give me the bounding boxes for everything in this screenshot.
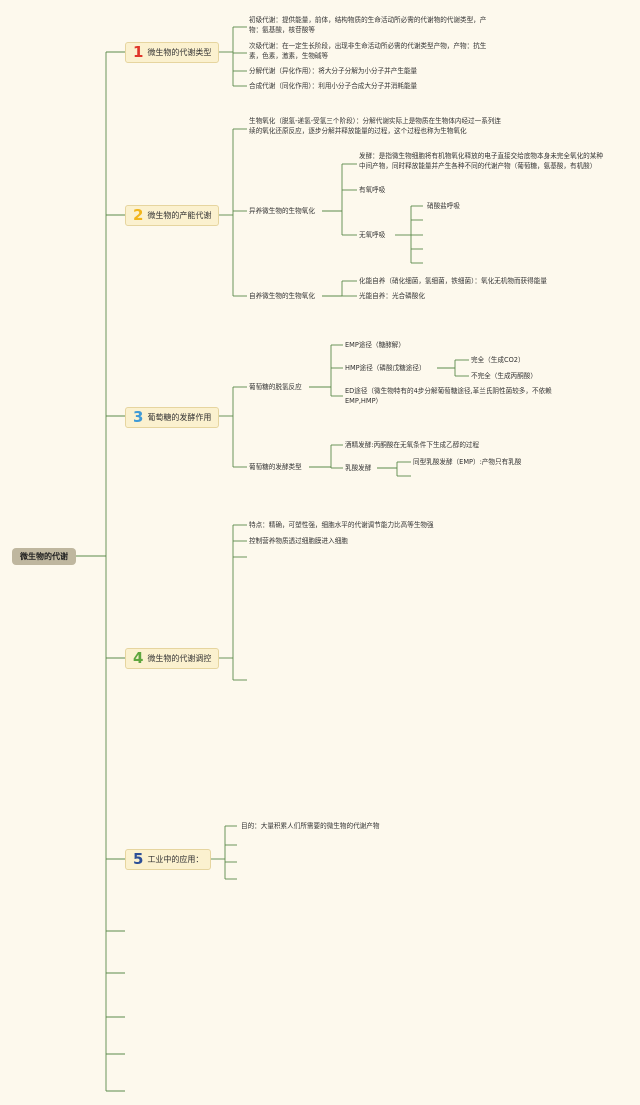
node-emp-pathway[interactable]: EMP途径（糖酵解） bbox=[345, 341, 405, 349]
node-industrial-purpose[interactable]: 目的：大量积累人们所需要的微生物的代谢产物 bbox=[241, 822, 380, 830]
node-heterotroph-oxidation[interactable]: 异养微生物的生物氧化 bbox=[249, 207, 315, 215]
node-alcohol-fermentation[interactable]: 酒精发酵:丙酮酸在无氧条件下生成乙醇的过程 bbox=[345, 441, 480, 449]
root-node[interactable]: 微生物的代谢 bbox=[12, 548, 76, 565]
node-ed-pathway[interactable]: ED途径（微生物特有的4步分解葡萄糖途径,革兰氏阴性菌较多，不依赖EMP,HMP… bbox=[345, 387, 552, 405]
node-secondary-metabolism[interactable]: 次级代谢：在一定生长阶段，出现非生命活动所必需的代谢类型产物，产物：抗生素，色素… bbox=[249, 42, 487, 60]
category-node-energy-metabolism[interactable]: 2 微生物的产能代谢 bbox=[125, 205, 220, 226]
node-fermentation-types[interactable]: 葡萄糖的发酵类型 bbox=[249, 463, 302, 471]
category-node-glucose-fermentation[interactable]: 3 葡萄糖的发酵作用 bbox=[125, 407, 220, 428]
category-number: 1 bbox=[133, 43, 144, 61]
node-lactic-fermentation[interactable]: 乳酸发酵 bbox=[345, 464, 372, 472]
node-membrane-transport-control[interactable]: 控制营养物质透过细胞膜进入细胞 bbox=[249, 537, 348, 545]
node-incomplete[interactable]: 不完全（生成丙酮酸） bbox=[471, 372, 537, 380]
category-label: 工业中的应用： bbox=[147, 855, 204, 864]
category-label: 微生物的代谢调控 bbox=[147, 654, 212, 663]
category-number: 5 bbox=[133, 850, 144, 868]
node-hmp-pathway[interactable]: HMP途径（磷酸戊糖途径） bbox=[345, 364, 426, 372]
node-homolactic-fermentation[interactable]: 同型乳酸发酵（EMP）:产物只有乳酸 bbox=[413, 458, 522, 466]
category-label: 微生物的产能代谢 bbox=[147, 211, 212, 220]
node-aerobic-respiration[interactable]: 有氧呼吸 bbox=[359, 186, 386, 194]
category-number: 4 bbox=[133, 649, 144, 667]
node-fermentation[interactable]: 发酵：是指微生物细胞将有机物氧化释放的电子直接交给底物本身未完全氧化的某种中间产… bbox=[359, 152, 603, 170]
node-glucose-dehydrogenation[interactable]: 葡萄糖的脱氢反应 bbox=[249, 383, 302, 391]
category-node-metabolism-types[interactable]: 1 微生物的代谢类型 bbox=[125, 42, 220, 63]
node-catabolism[interactable]: 分解代谢（异化作用）：将大分子分解为小分子并产生能量 bbox=[249, 67, 418, 75]
node-anabolism[interactable]: 合成代谢（同化作用）：利用小分子合成大分子并消耗能量 bbox=[249, 82, 418, 90]
root-label: 微生物的代谢 bbox=[20, 552, 68, 561]
node-biological-oxidation[interactable]: 生物氧化（脱氢-递氢-受氢三个阶段）：分解代谢实际上是物质在生物体内经过一系列连… bbox=[249, 117, 502, 135]
category-node-metabolic-regulation[interactable]: 4 微生物的代谢调控 bbox=[125, 648, 220, 669]
node-regulation-features[interactable]: 特点：精确，可塑性强，细胞水平的代谢调节能力比高等生物强 bbox=[249, 521, 434, 529]
category-label: 葡萄糖的发酵作用 bbox=[147, 413, 212, 422]
category-number: 2 bbox=[133, 206, 144, 224]
category-number: 3 bbox=[133, 408, 144, 426]
node-primary-metabolism[interactable]: 初级代谢：提供能量，前体，结构物质的生命活动所必需的代谢物的代谢类型，产物：氨基… bbox=[249, 16, 487, 34]
node-anaerobic-respiration[interactable]: 无氧呼吸 bbox=[359, 231, 386, 239]
node-autotroph-oxidation[interactable]: 自养微生物的生物氧化 bbox=[249, 292, 315, 300]
category-node-industrial-application[interactable]: 5 工业中的应用： bbox=[125, 849, 212, 870]
node-complete[interactable]: 完全（生成CO2） bbox=[471, 356, 525, 364]
node-chemoautotrophy[interactable]: 化能自养（硝化细菌，氢细菌，铁细菌）：氧化无机物而获得能量 bbox=[359, 277, 547, 285]
node-nitrate-respiration[interactable]: 硝酸盐呼吸 bbox=[427, 202, 460, 210]
category-label: 微生物的代谢类型 bbox=[147, 48, 212, 57]
node-photoautotrophy[interactable]: 光能自养：光合磷酸化 bbox=[359, 292, 425, 300]
